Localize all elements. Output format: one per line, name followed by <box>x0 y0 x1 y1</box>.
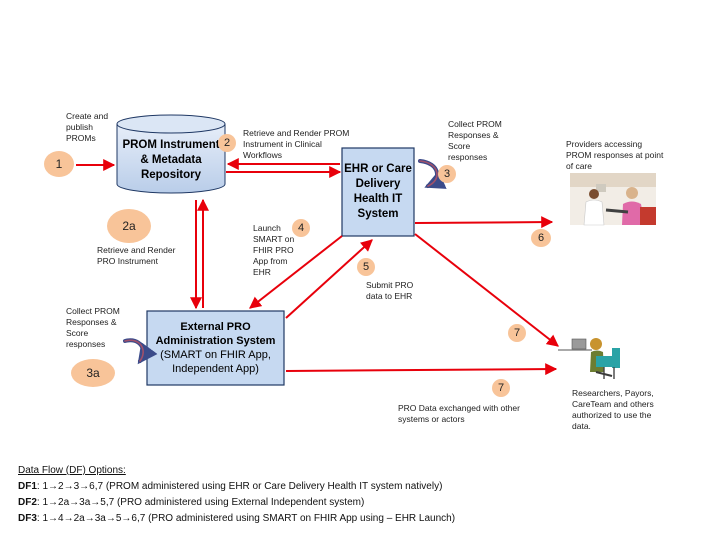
label-line: Retrieve and Render <box>97 245 176 255</box>
step-badge-6: 6 <box>531 229 551 247</box>
label-line: responses <box>448 152 488 162</box>
legend-id: DF3 <box>18 513 37 524</box>
repository-cylinder <box>116 114 226 194</box>
step-badge-2a: 2a <box>107 209 151 243</box>
score-curl-icon-ehr <box>418 159 447 189</box>
label-retrieve-render-ehr: Retrieve and Render PROM Instrument in C… <box>243 128 349 161</box>
label-line: authorized to use the <box>572 410 652 420</box>
step-badge-3: 3 <box>438 165 456 183</box>
external-pro-box <box>146 310 285 386</box>
arrow-ehr-to-providers <box>414 216 554 229</box>
label-line: CareTeam and others <box>572 399 654 409</box>
step-badge-1: 1 <box>44 151 74 177</box>
arrow-external-to-researchers <box>285 363 558 376</box>
legend-id: DF1 <box>18 481 37 492</box>
label-line: Score <box>66 328 89 338</box>
arrow-external-submit-to-ehr <box>285 239 373 319</box>
step-badge-3a: 3a <box>71 359 115 387</box>
label-line: Researchers, Payors, <box>572 388 654 398</box>
label-launch-smart: Launch SMART on FHIR PRO App from EHR <box>253 223 294 278</box>
ehr-title-line2: Delivery <box>355 178 401 190</box>
label-line: systems or actors <box>398 414 465 424</box>
researcher-image <box>558 338 620 379</box>
label-line: Retrieve and Render PROM <box>243 128 350 138</box>
label-line: Responses & <box>448 130 499 140</box>
label-collect-ehr: Collect PROM Responses & Score responses <box>448 119 502 163</box>
providers-image <box>570 173 656 226</box>
label-collect-external: Collect PROM Responses & Score responses <box>66 306 120 350</box>
step-badge-2: 2 <box>218 134 236 152</box>
legend-title: Data Flow (DF) Options: <box>18 465 126 476</box>
ehr-title-line3: Health IT <box>353 193 403 205</box>
label-line: Create and <box>66 111 109 121</box>
step-badge-4: 4 <box>292 219 310 237</box>
repository-title-line1: PROM Instrument <box>122 139 220 151</box>
legend-id: DF2 <box>18 497 37 508</box>
external-title-line1: External PRO <box>180 321 251 333</box>
label-line: of care <box>566 161 592 171</box>
label-line: EHR <box>253 267 271 277</box>
repository-title-line2: & Metadata <box>140 154 202 166</box>
ehr-title-line1: EHR or Care <box>344 163 412 175</box>
label-line: PRO Data exchanged with other <box>398 403 520 413</box>
legend-text: : 1→2→3→6,7 (PROM administered using EHR… <box>36 481 443 492</box>
label-line: PROMs <box>66 133 96 143</box>
label-submit-pro: Submit PRO data to EHR <box>366 280 413 302</box>
label-line: FHIR PRO <box>253 245 294 255</box>
label-line: Launch <box>253 223 281 233</box>
label-create-publish: Create and publish PROMs <box>66 111 108 144</box>
label-line: Responses & <box>66 317 117 327</box>
label-retrieve-render-pro: Retrieve and Render PRO Instrument <box>97 245 175 267</box>
step-badge-7-top: 7 <box>508 324 526 342</box>
label-line: data to EHR <box>366 291 413 301</box>
label-line: SMART on <box>253 234 295 244</box>
label-line: Providers accessing <box>566 139 643 149</box>
label-line: Collect PROM <box>448 119 502 129</box>
label-line: PRO Instrument <box>97 256 158 266</box>
arrow-ehr-to-researchers <box>414 233 559 347</box>
legend-text: : 1→2a→3a→5,7 (PRO administered using Ex… <box>36 497 365 508</box>
label-line: App from <box>253 256 288 266</box>
label-researchers: Researchers, Payors, CareTeam and others… <box>572 388 654 432</box>
repository-label: PROM Instrument & Metadata Repository <box>118 138 224 183</box>
repository-title-line3: Repository <box>140 169 202 181</box>
data-flow-legend: Data Flow (DF) Options: DF1: 1→2→3→6,7 (… <box>18 463 455 527</box>
ehr-label: EHR or Care Delivery Health IT System <box>342 162 414 222</box>
label-line: PROM responses at point <box>566 150 664 160</box>
score-curl-icon-external <box>123 338 158 365</box>
step-badge-5: 5 <box>357 258 375 276</box>
external-title-line3: (SMART on FHIR App, <box>160 349 271 361</box>
ehr-title-line4: System <box>357 208 399 220</box>
ehr-system-box <box>341 147 415 237</box>
label-line: publish <box>66 122 93 132</box>
external-label: External PRO Administration System (SMAR… <box>147 320 284 376</box>
external-title-line2: Administration System <box>155 335 276 347</box>
external-title-line4: Independent App) <box>172 363 259 375</box>
label-line: Collect PROM <box>66 306 120 316</box>
legend-row-df1: DF1: 1→2→3→6,7 (PROM administered using … <box>18 479 455 495</box>
label-providers: Providers accessing PROM responses at po… <box>566 139 663 172</box>
label-line: Submit PRO <box>366 280 414 290</box>
label-line: Workflows <box>243 150 283 160</box>
label-line: Instrument in Clinical <box>243 139 322 149</box>
legend-row-df2: DF2: 1→2a→3a→5,7 (PRO administered using… <box>18 495 455 511</box>
label-pro-exchange: PRO Data exchanged with other systems or… <box>398 403 520 425</box>
label-line: Score <box>448 141 471 151</box>
legend-text: : 1→4→2a→3a→5→6,7 (PRO administered usin… <box>36 513 456 524</box>
legend-row-df3: DF3: 1→4→2a→3a→5→6,7 (PRO administered u… <box>18 511 455 527</box>
step-badge-7-bottom: 7 <box>492 379 510 397</box>
label-line: responses <box>66 339 106 349</box>
arrow-ehr-launch-to-external <box>249 235 343 309</box>
label-line: data. <box>572 421 591 431</box>
